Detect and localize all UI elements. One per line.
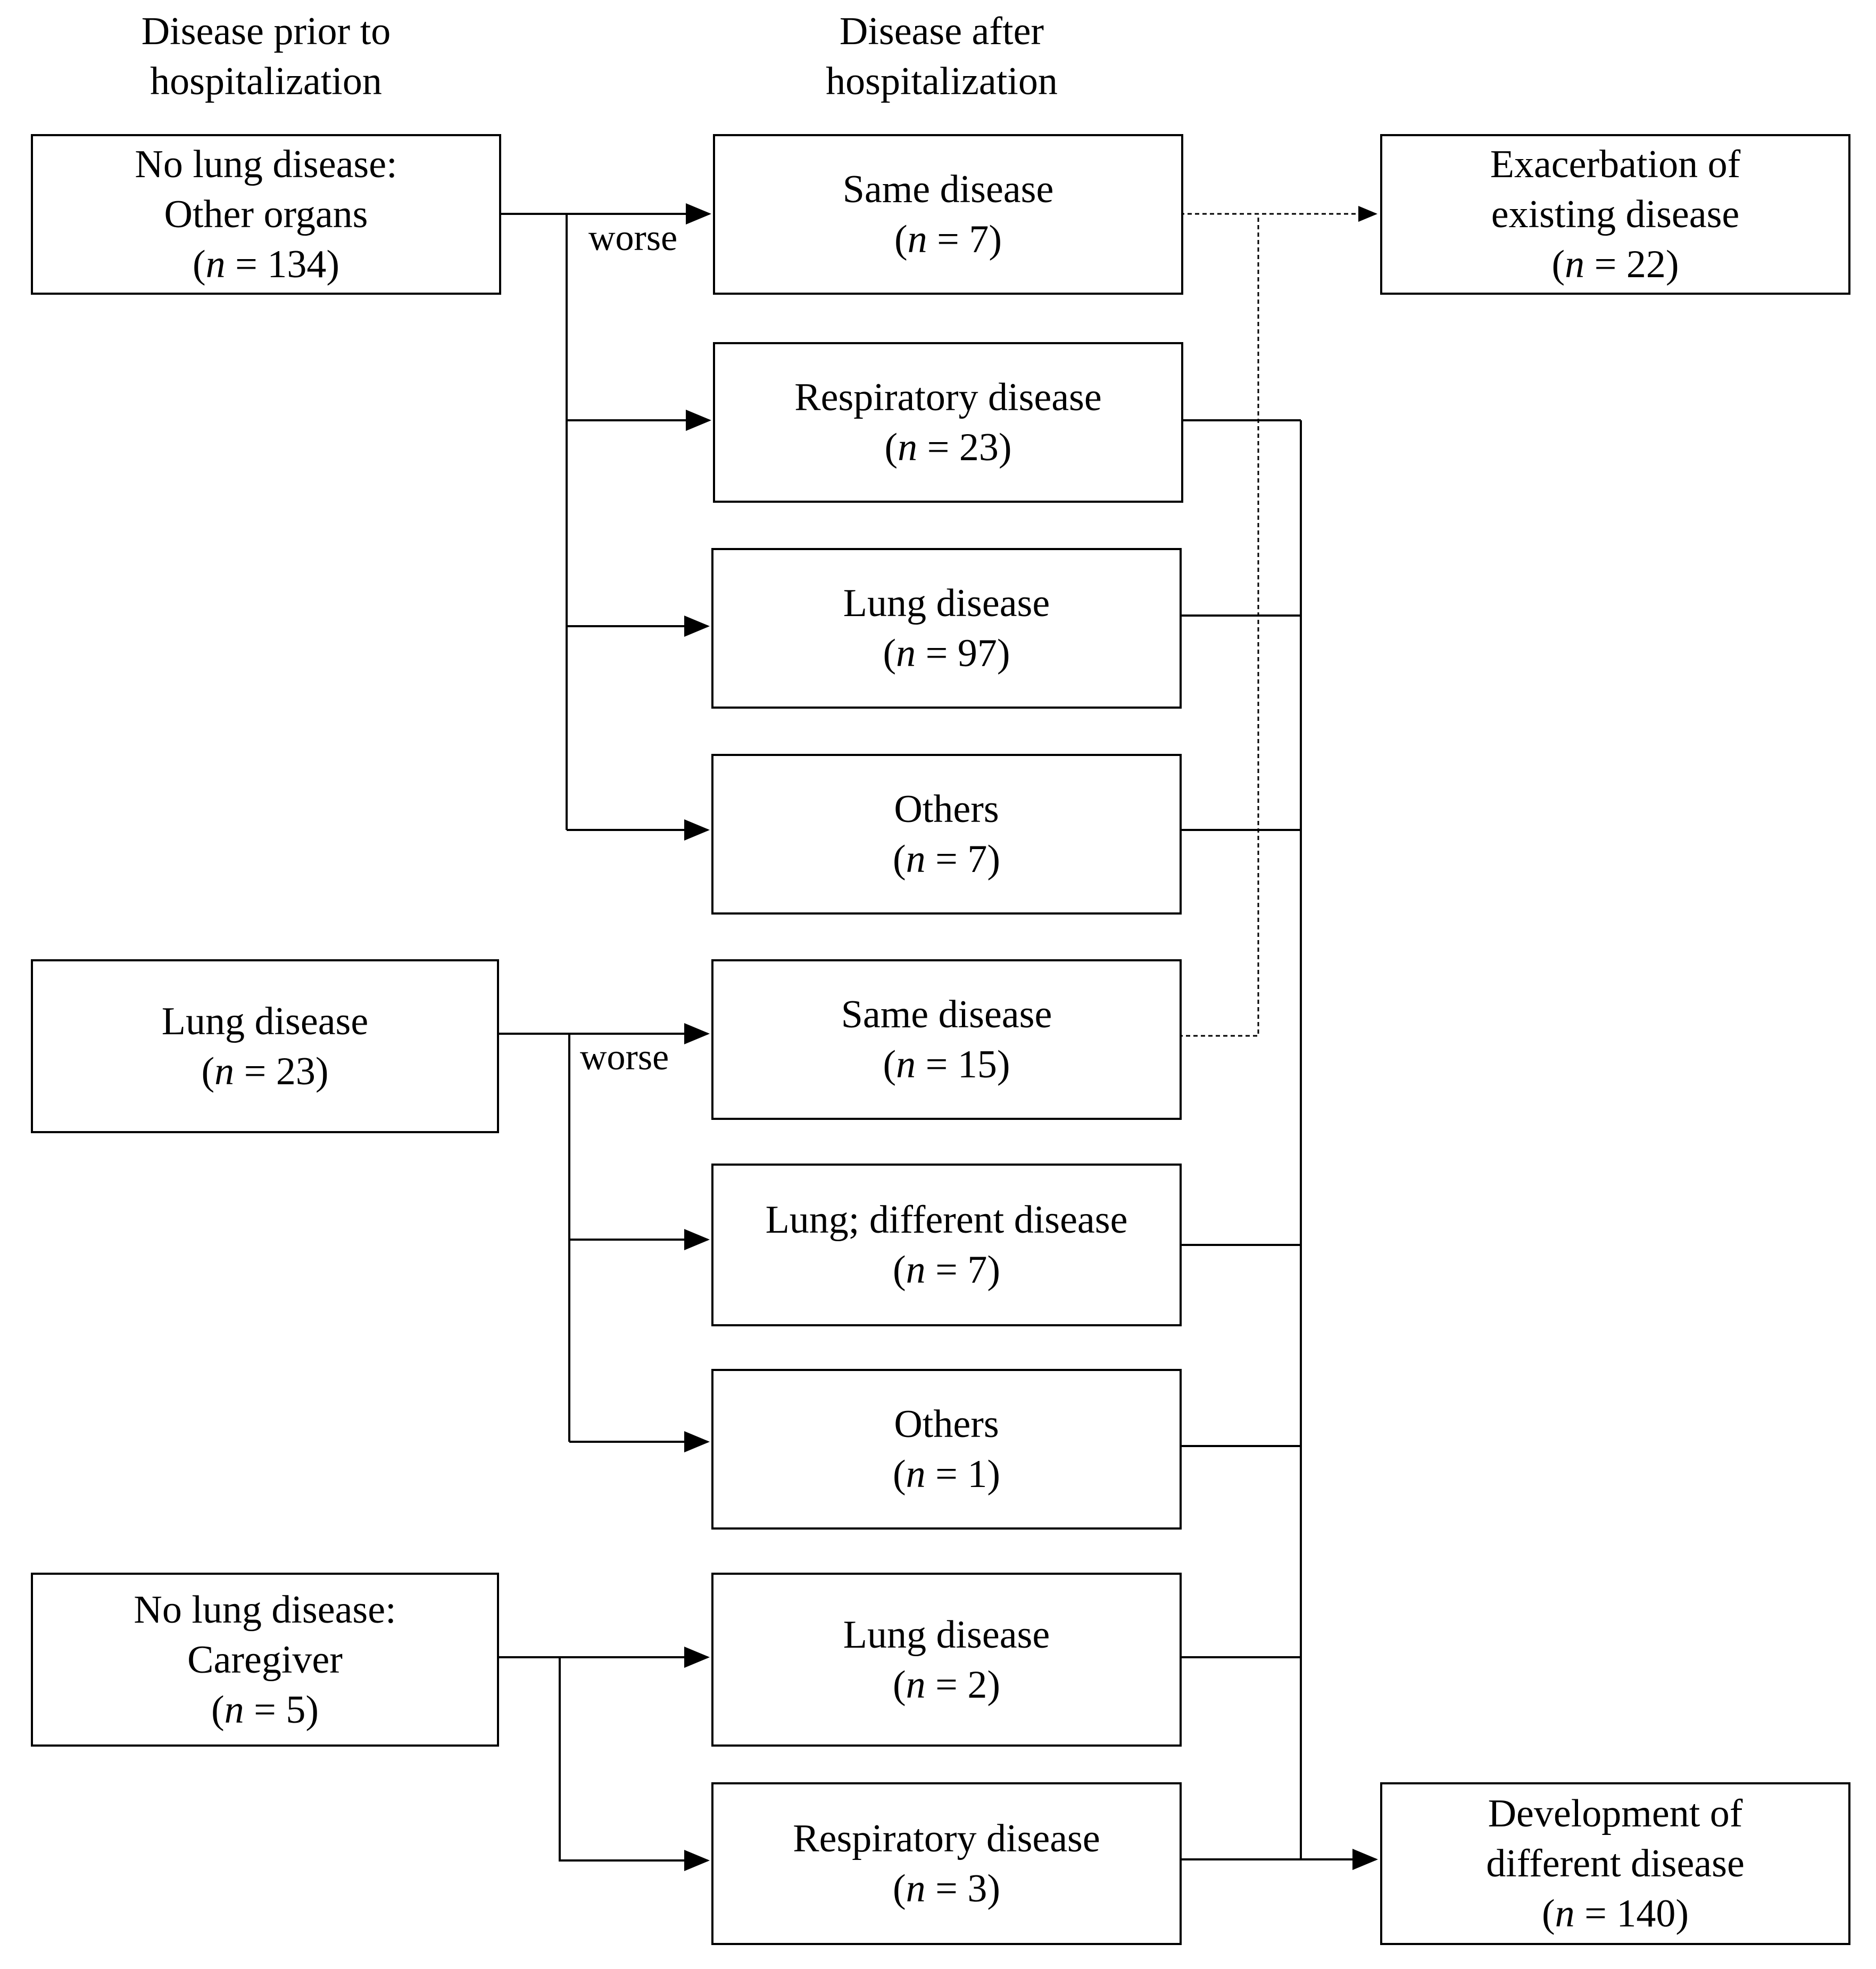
after-others-1-label: Others <box>894 787 999 831</box>
after-same-1-label: Same disease <box>842 168 1054 211</box>
source-box-other-organs: No lung disease: Other organs (n = 134) <box>31 134 501 295</box>
after-box-respiratory-disease-1: Respiratory disease (n = 23) <box>713 342 1183 503</box>
after-box-lung-disease-3: Lung disease (n = 2) <box>711 1573 1182 1747</box>
source-lung-line1: Lung disease <box>161 999 369 1043</box>
after-resp-3-label: Respiratory disease <box>793 1817 1100 1860</box>
after-box-respiratory-disease-3: Respiratory disease (n = 3) <box>711 1782 1182 1945</box>
outcome-exacerbation-line2: existing disease <box>1491 193 1740 236</box>
source-box-caregiver: No lung disease: Caregiver (n = 5) <box>31 1573 499 1747</box>
outcome-development-line1: Development of <box>1488 1792 1743 1835</box>
after-box-lung-different-disease: Lung; different disease (n = 7) <box>711 1164 1182 1326</box>
outcome-exacerbation-count: (n = 22) <box>1551 243 1679 286</box>
edge-label-worse-1: worse <box>588 218 678 259</box>
after-lung-1-label: Lung disease <box>843 581 1050 625</box>
header-after-line2: hospitalization <box>826 60 1058 103</box>
header-prior-line1: Disease prior to <box>141 10 391 53</box>
source-lung-count: (n = 23) <box>201 1049 329 1093</box>
after-box-same-disease-1: Same disease (n = 7) <box>713 134 1183 295</box>
after-others-2-count: (n = 1) <box>892 1452 1001 1496</box>
after-resp-3-count: (n = 3) <box>892 1867 1001 1910</box>
after-lung-3-count: (n = 2) <box>892 1663 1001 1707</box>
after-others-1-count: (n = 7) <box>892 837 1001 881</box>
after-lung-1-count: (n = 97) <box>883 632 1010 675</box>
source-other-organs-line1: No lung disease: <box>135 143 397 186</box>
source-other-organs-count: (n = 134) <box>192 243 340 286</box>
outcome-exacerbation-line1: Exacerbation of <box>1490 143 1741 186</box>
source-caregiver-line1: No lung disease: <box>134 1588 396 1632</box>
after-lung-3-label: Lung disease <box>843 1613 1050 1657</box>
edge-same-disease-2-to-exacerbation <box>1178 214 1259 1037</box>
source-other-organs-line2: Other organs <box>164 193 368 236</box>
source-caregiver-line2: Caregiver <box>187 1638 343 1682</box>
after-resp-1-label: Respiratory disease <box>794 376 1102 419</box>
after-lung-diff-count: (n = 7) <box>892 1248 1001 1292</box>
source-box-lung-disease: Lung disease (n = 23) <box>31 959 499 1133</box>
after-lung-diff-label: Lung; different disease <box>765 1198 1128 1242</box>
after-same-1-count: (n = 7) <box>894 218 1002 261</box>
source-caregiver-count: (n = 5) <box>211 1688 319 1732</box>
after-box-same-disease-2: Same disease (n = 15) <box>711 959 1182 1120</box>
header-after-line1: Disease after <box>839 10 1044 53</box>
header-after: Disease after hospitalization <box>756 6 1128 106</box>
after-same-2-count: (n = 15) <box>883 1043 1010 1086</box>
outcome-development-count: (n = 140) <box>1541 1892 1689 1935</box>
outcome-box-exacerbation: Exacerbation of existing disease (n = 22… <box>1380 134 1850 295</box>
edge-caregiver-trunk <box>559 1657 710 1871</box>
after-box-others-2: Others (n = 1) <box>711 1369 1182 1530</box>
after-box-lung-disease-1: Lung disease (n = 97) <box>711 548 1182 709</box>
outcome-development-line2: different disease <box>1486 1842 1745 1885</box>
outcome-box-development: Development of different disease (n = 14… <box>1380 1782 1850 1945</box>
after-box-others-1: Others (n = 7) <box>711 754 1182 915</box>
header-prior: Disease prior to hospitalization <box>80 6 452 106</box>
edge-label-worse-2: worse <box>580 1037 669 1078</box>
after-resp-1-count: (n = 23) <box>884 426 1012 469</box>
header-prior-line2: hospitalization <box>150 60 382 103</box>
after-others-2-label: Others <box>894 1402 999 1446</box>
after-same-2-label: Same disease <box>841 993 1052 1036</box>
